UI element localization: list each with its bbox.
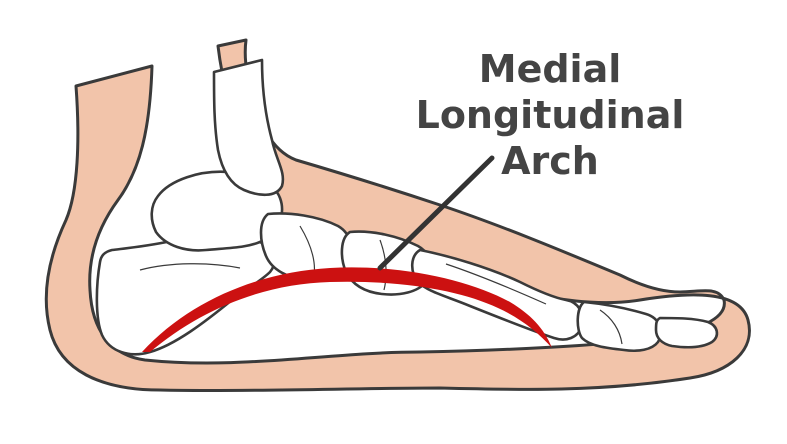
foot-skin-silhouette (44, 38, 751, 393)
label-pointer-line (377, 155, 495, 271)
label-line-2: Longitudinal (415, 93, 685, 137)
medial-longitudinal-arch-label: Medial Longitudinal Arch (400, 46, 700, 184)
label-line-1: Medial (478, 47, 622, 91)
medial-longitudinal-arch-curve (142, 267, 552, 352)
tibia-bone (212, 58, 285, 197)
distal-phalanx-bone (654, 316, 719, 349)
proximal-phalanx-bone (576, 300, 662, 353)
label-line-3: Arch (501, 139, 599, 183)
